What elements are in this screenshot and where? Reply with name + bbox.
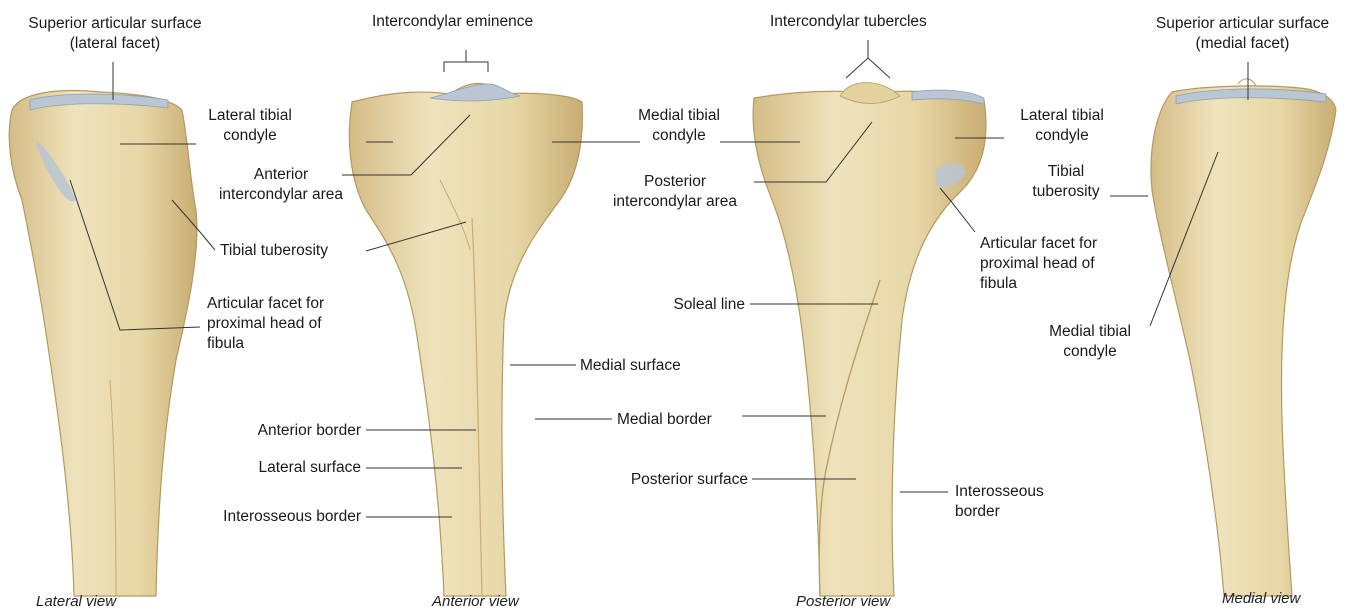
medial-tibial-tuberosity-label: Tibial tuberosity [1016, 162, 1116, 202]
label-line: Articular facet for [207, 294, 324, 314]
tibial-tuberosity-label: Tibial tuberosity [220, 241, 328, 261]
label-line: (lateral facet) [10, 34, 220, 54]
label-line: Medial tibial [1032, 322, 1148, 342]
label-line: Articular facet for [980, 234, 1097, 254]
label-line: border [955, 502, 1044, 522]
label-line: tuberosity [1016, 182, 1116, 202]
posterior-view-bone [753, 83, 986, 597]
label-line: Lateral tibial [196, 106, 304, 126]
lateral-articular-facet-label: Articular facet for proximal head of fib… [207, 294, 324, 354]
posterior-surface-label: Posterior surface [580, 470, 748, 490]
medial-superior-articular-surface-label: Superior articular surface (medial facet… [1140, 14, 1345, 54]
lateral-view-bone [9, 91, 197, 596]
posterior-articular-facet-label: Articular facet for proximal head of fib… [980, 234, 1097, 294]
label-line: intercondylar area [590, 192, 760, 212]
posterior-intercondylar-area-label: Posterior intercondylar area [590, 172, 760, 212]
label-line: Anterior [200, 165, 362, 185]
label-line: Superior articular surface [10, 14, 220, 34]
label-line: Superior articular surface [1140, 14, 1345, 34]
medial-surface-label: Medial surface [580, 356, 681, 376]
label-line: (medial facet) [1140, 34, 1345, 54]
lateral-tibial-condyle-label: Lateral tibial condyle [196, 106, 304, 146]
label-line: Medial tibial [614, 106, 744, 126]
anterior-view-bone [349, 84, 582, 597]
label-line: condyle [1004, 126, 1120, 146]
intercondylar-eminence-label: Intercondylar eminence [372, 12, 533, 32]
anterior-border-label: Anterior border [200, 421, 361, 441]
medial-border-label: Medial border [617, 410, 712, 430]
posterior-view-caption: Posterior view [796, 593, 890, 610]
label-line: condyle [614, 126, 744, 146]
label-line: proximal head of [207, 314, 324, 334]
soleal-line-label: Soleal line [600, 295, 745, 315]
lateral-superior-articular-surface-label: Superior articular surface (lateral face… [10, 14, 220, 54]
label-line: proximal head of [980, 254, 1097, 274]
label-line: Tibial [1016, 162, 1116, 182]
label-line: intercondylar area [200, 185, 362, 205]
label-line: fibula [207, 334, 324, 354]
intercondylar-tubercles-label: Intercondylar tubercles [770, 12, 927, 32]
lateral-view-caption: Lateral view [36, 593, 116, 610]
anterior-interosseous-border-label: Interosseous border [170, 507, 361, 527]
medial-view-bone [1151, 79, 1336, 596]
posterior-lateral-tibial-condyle-label: Lateral tibial condyle [1004, 106, 1120, 146]
label-line: Posterior [590, 172, 760, 192]
anterior-medial-tibial-condyle-label: Medial tibial condyle [614, 106, 744, 146]
medial-view-caption: Medial view [1222, 590, 1300, 607]
label-line: Lateral tibial [1004, 106, 1120, 126]
medial-view-medial-tibial-condyle-label: Medial tibial condyle [1032, 322, 1148, 362]
label-line: fibula [980, 274, 1097, 294]
label-line: condyle [196, 126, 304, 146]
posterior-interosseous-border-label: Interosseous border [955, 482, 1044, 522]
lateral-surface-label: Lateral surface [200, 458, 361, 478]
anterior-view-caption: Anterior view [432, 593, 519, 610]
label-line: condyle [1032, 342, 1148, 362]
label-line: Interosseous [955, 482, 1044, 502]
anterior-intercondylar-area-label: Anterior intercondylar area [200, 165, 362, 205]
